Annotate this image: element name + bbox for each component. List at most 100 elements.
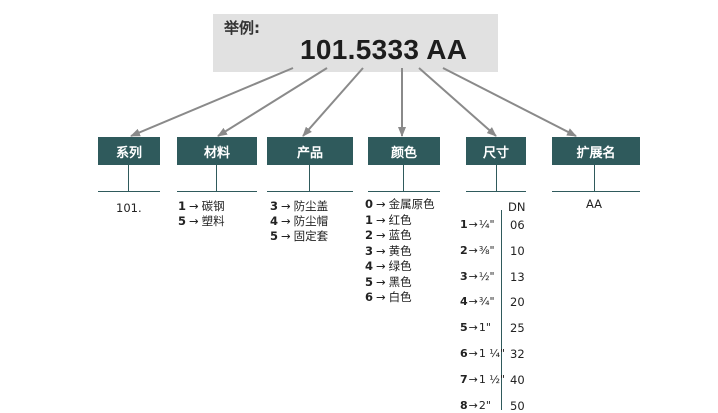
item-code: 5 (178, 214, 187, 228)
header-series: 系列 (98, 137, 160, 165)
size-inch: ½" (478, 269, 495, 283)
arrow-glyph: → (281, 214, 291, 228)
item-name: 黑色 (388, 274, 412, 289)
arrow-glyph: → (189, 199, 199, 213)
size-inch: 1" (478, 321, 491, 335)
example-label: 举例: (224, 19, 260, 37)
arrow-extension (442, 67, 577, 137)
arrow-glyph: → (376, 259, 386, 273)
size-item: 6→1 ¼" (460, 347, 505, 360)
size-code: 2 (460, 243, 468, 257)
arrow-glyph: → (468, 372, 478, 386)
item-name: 碳钢 (201, 199, 225, 213)
item-code: 4 (270, 214, 279, 228)
size-dn-value: 20 (510, 295, 525, 310)
product-item: 5→固定套 (270, 229, 328, 244)
arrow-glyph: → (468, 295, 478, 309)
item-code: 6 (365, 290, 374, 304)
size-item: 1→¼" (460, 218, 495, 231)
size-inch: 1 ½" (478, 372, 506, 386)
product-item: 4→防尘帽 (270, 214, 328, 229)
item-code: 1 (365, 212, 374, 227)
item-code: 1 (178, 199, 187, 213)
size-code: 3 (460, 269, 468, 283)
arrow-glyph: → (376, 290, 386, 304)
item-code: 4 (365, 259, 374, 273)
color-item: 4→绿色 (365, 259, 412, 274)
series-connector (128, 165, 129, 191)
size-divider (501, 210, 502, 410)
product-rule (267, 191, 353, 192)
item-name: 金属原色 (388, 197, 435, 211)
header-size: 尺寸 (466, 137, 526, 165)
size-dn-value: 50 (510, 398, 525, 413)
size-dn-value: 13 (510, 269, 525, 284)
header-extension: 扩展名 (552, 137, 640, 165)
extension-rule (552, 191, 640, 192)
item-code: 0 (365, 197, 374, 211)
item-name: 防尘帽 (293, 214, 329, 228)
series-rule (98, 191, 160, 192)
size-dn-value: 25 (510, 321, 525, 336)
size-inch: ⅜" (478, 243, 495, 257)
size-inch: 1 ¼" (478, 347, 506, 360)
extension-connector (594, 165, 595, 191)
arrow-size (418, 67, 497, 137)
size-rule (466, 191, 526, 192)
size-connector (496, 165, 497, 191)
item-code: 3 (270, 199, 279, 213)
arrow-glyph: → (376, 228, 386, 242)
item-name: 红色 (388, 212, 412, 227)
arrow-glyph: → (468, 321, 478, 335)
size-dn-value: 06 (510, 218, 525, 232)
arrow-glyph: → (468, 269, 478, 283)
size-item: 5→1" (460, 321, 491, 334)
color-item: 1→红色 (365, 213, 412, 228)
header-product: 产品 (267, 137, 353, 165)
color-item: 6→白色 (365, 290, 412, 305)
material-rule (177, 191, 257, 192)
size-dn-label: DN (508, 200, 526, 214)
size-dn-value: 10 (510, 243, 525, 258)
size-item: 2→⅜" (460, 244, 495, 257)
size-code: 4 (460, 295, 468, 309)
extension-value: AA (586, 197, 603, 211)
arrow-glyph: → (468, 243, 478, 257)
header-material: 材料 (177, 137, 257, 165)
item-code: 5 (270, 229, 279, 243)
arrow-glyph: → (468, 347, 478, 360)
size-code: 6 (460, 347, 468, 360)
item-code: 5 (365, 274, 374, 289)
arrow-material (217, 67, 328, 137)
item-name: 塑料 (201, 214, 225, 228)
item-name: 黄色 (388, 243, 412, 258)
color-item: 0→金属原色 (365, 197, 435, 212)
size-item: 7→1 ½" (460, 373, 505, 386)
item-code: 3 (365, 243, 374, 258)
size-item: 8→2" (460, 399, 491, 412)
material-item: 5→塑料 (178, 214, 225, 229)
item-name: 白色 (388, 290, 412, 304)
size-inch: ¼" (478, 218, 495, 231)
color-item: 3→黄色 (365, 244, 412, 259)
product-item: 3→防尘盖 (270, 199, 328, 214)
color-connector (403, 165, 404, 191)
size-code: 1 (460, 218, 468, 231)
example-code: 101.5333 AA (300, 34, 468, 65)
size-code: 5 (460, 321, 468, 335)
item-code: 2 (365, 228, 374, 242)
size-inch: ¾" (478, 295, 495, 309)
example-box (213, 14, 498, 72)
arrow-glyph: → (281, 199, 291, 213)
arrow-glyph: → (376, 274, 386, 289)
size-code: 7 (460, 372, 468, 386)
size-item: 4→¾" (460, 295, 495, 308)
color-rule (368, 191, 440, 192)
item-name: 绿色 (388, 259, 412, 273)
size-dn-value: 40 (510, 372, 525, 387)
arrow-glyph: → (468, 398, 478, 412)
size-inch: 2" (478, 398, 491, 412)
arrow-product (302, 67, 364, 137)
